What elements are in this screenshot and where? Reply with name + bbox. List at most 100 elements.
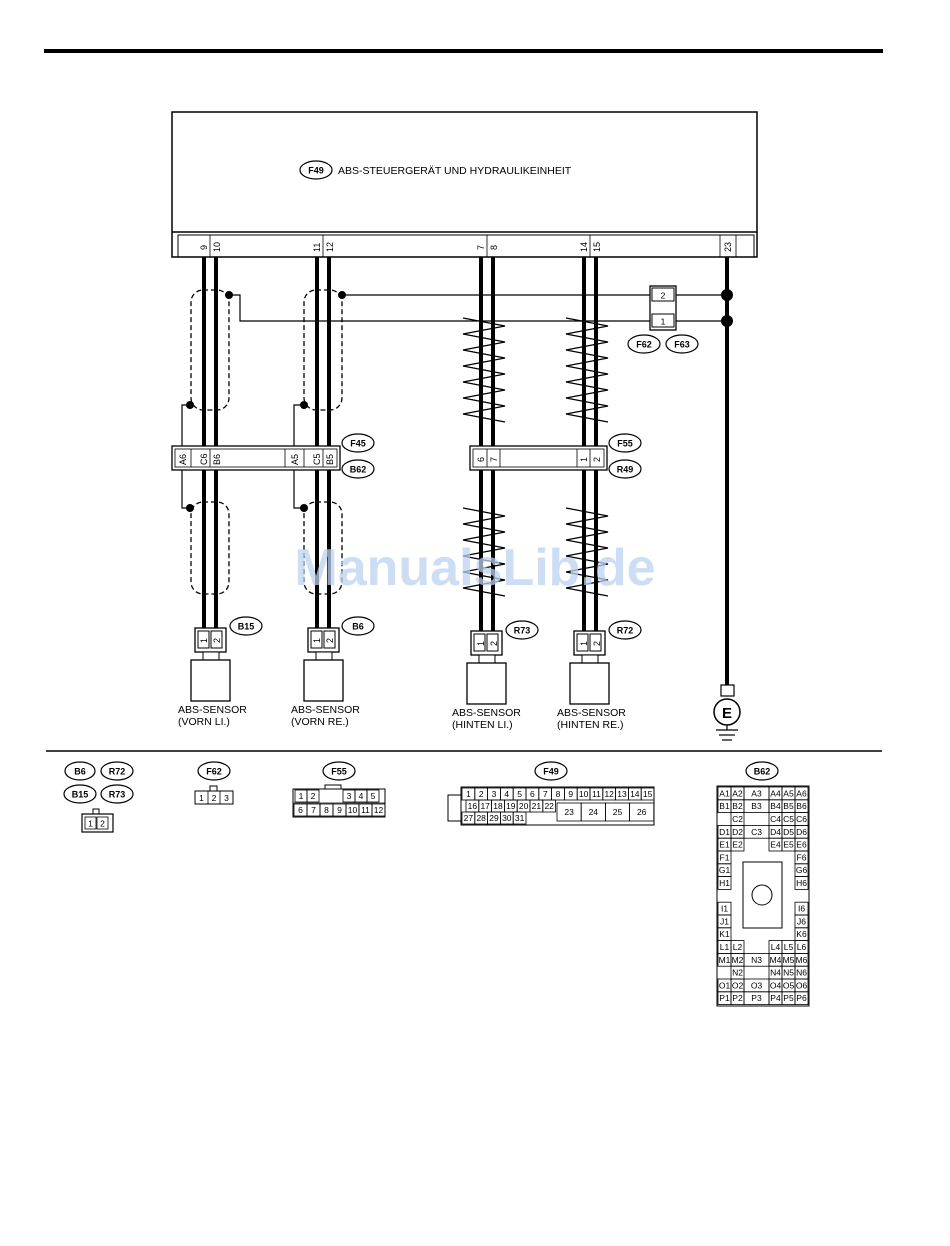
sensor-pin: 1: [312, 638, 322, 643]
sensor-pin: 2: [489, 641, 499, 646]
twisted-pairs: [462, 317, 609, 597]
face-pin: 2: [212, 793, 217, 803]
face-pin: E2: [732, 840, 743, 850]
junction-pin: 6: [476, 457, 486, 462]
face-pin: A4: [770, 788, 781, 798]
face-pin: L5: [784, 942, 794, 952]
shield-connector-pin: 1: [661, 317, 666, 327]
face-pin: 7: [543, 789, 548, 799]
face-pin: E5: [783, 840, 794, 850]
face-pin: 10: [579, 789, 589, 799]
face-pin: 6: [298, 805, 303, 815]
junction-pin: 1: [579, 457, 589, 462]
face-pin: O2: [732, 980, 744, 990]
face-pin: N2: [732, 968, 743, 978]
face-pin: 1: [466, 789, 471, 799]
face-label: B15: [72, 790, 89, 800]
face-pin: B5: [783, 801, 794, 811]
face-pin: C2: [732, 814, 743, 824]
connector-id: B15: [238, 622, 255, 632]
junction-pin: B6: [212, 454, 222, 465]
face-pin: E6: [796, 840, 807, 850]
sensor-pin: 1: [199, 638, 209, 643]
junction-pin: C5: [312, 453, 322, 465]
ecu-id: F49: [308, 166, 324, 176]
face-pin: D1: [719, 827, 730, 837]
ecu-title: ABS-STEUERGERÄT UND HYDRAULIKEINHEIT: [338, 165, 572, 177]
sensor-rear-right: 1 2 R72 ABS-SENSOR (HINTEN RE.): [557, 620, 642, 731]
face-pin: O1: [719, 980, 731, 990]
face-pin: I6: [798, 904, 805, 914]
face-label: B6: [74, 767, 86, 777]
face-pin: N5: [783, 968, 794, 978]
face-label: F62: [206, 767, 222, 777]
face-pin: A3: [751, 788, 762, 798]
junction-pin: A6: [178, 454, 188, 465]
face-label: R73: [109, 790, 126, 800]
face-pin: N6: [796, 968, 807, 978]
connector-id: F63: [674, 340, 690, 350]
face-sensor-connector: B6 R72 B15 R73 1 2: [63, 761, 134, 833]
connector-id: F55: [617, 439, 633, 449]
face-pin: F6: [797, 852, 807, 862]
face-pin: A5: [783, 788, 794, 798]
face-pin: C3: [751, 827, 762, 837]
sensor-rear-left: 1 2 R73 ABS-SENSOR (HINTEN LI.): [452, 620, 539, 731]
face-pin: P5: [783, 993, 794, 1003]
sensor-front-right: 1 2 B6 ABS-SENSOR (VORN RE.): [291, 616, 375, 728]
face-pin: A1: [719, 788, 730, 798]
face-pin: 27: [464, 813, 474, 823]
ecu-box: F49 ABS-STEUERGERÄT UND HYDRAULIKEINHEIT: [171, 111, 758, 258]
face-cell: [794, 991, 809, 1005]
ecu-pin: 15: [592, 242, 602, 252]
sensor-label: (HINTEN LI.): [452, 719, 513, 731]
junction-connector-right: 6 7 1 2 F55 R49: [469, 433, 642, 479]
face-pin: D4: [770, 827, 781, 837]
junction-pin: 2: [592, 457, 602, 462]
face-pin: 13: [617, 789, 627, 799]
ecu-id-bubble: [299, 160, 333, 180]
face-pin: B3: [751, 801, 762, 811]
b62-center-block: [742, 861, 783, 929]
face-cell: [794, 876, 809, 890]
face-pin: A2: [732, 788, 743, 798]
face-pin: 1: [299, 791, 304, 801]
face-pin: 19: [506, 801, 516, 811]
face-cell: [512, 811, 527, 825]
watermark: ManualsLib.de: [294, 539, 655, 597]
face-pin: 14: [630, 789, 640, 799]
face-pin: 15: [643, 789, 653, 799]
sensor-pin: 2: [325, 638, 335, 643]
face-pin: 11: [361, 805, 370, 815]
shield-connector: 2 1 F62 F63: [627, 285, 699, 354]
ground-symbol: E: [713, 684, 741, 741]
face-pin: J1: [720, 916, 729, 926]
face-pin: L2: [733, 942, 743, 952]
face-label: F49: [543, 767, 559, 777]
face-pin: J6: [797, 916, 806, 926]
ecu-pin: 11: [312, 243, 322, 252]
connector-id: B62: [350, 465, 367, 475]
face-pin: 9: [568, 789, 573, 799]
face-pin: 5: [517, 789, 522, 799]
face-pin: M1: [719, 955, 731, 965]
sensor-label: (VORN RE.): [291, 716, 349, 728]
face-pin: 9: [337, 805, 342, 815]
face-pin: 3: [492, 789, 497, 799]
sensor-pin: 1: [579, 641, 589, 646]
junction-connector-left: A6 C6 B6 A5 C5 B5 F45 B62: [171, 433, 375, 479]
face-label: R72: [109, 767, 126, 777]
face-pin: 8: [324, 805, 329, 815]
face-pin: 4: [359, 791, 364, 801]
ecu-pin: 9: [199, 245, 209, 250]
face-pin: 8: [556, 789, 561, 799]
shield-dots: [186, 289, 733, 512]
face-pin: 2: [311, 791, 316, 801]
face-pin: 7: [311, 805, 316, 815]
shield-connector-pin: 2: [661, 291, 666, 301]
sensor-label: ABS-SENSOR: [452, 707, 521, 719]
